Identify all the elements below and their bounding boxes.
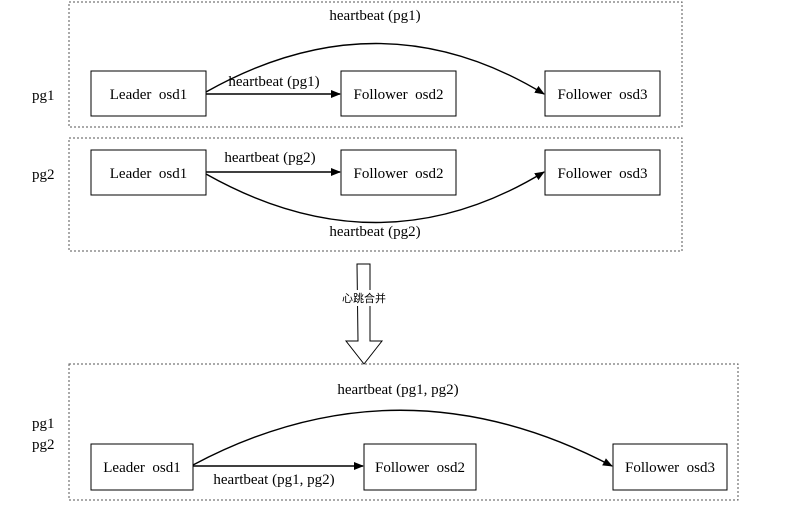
merged-row-label-pg1: pg1 xyxy=(32,416,55,432)
merge-label: 心跳合并 xyxy=(342,291,386,305)
pg2-follower3-node xyxy=(544,149,661,196)
pg1-leader-node xyxy=(90,70,207,117)
pg1-follower3-label: Follower osd3 xyxy=(558,87,648,103)
pg2-follower2-node xyxy=(340,149,457,196)
merged-curved-heartbeat-arrow xyxy=(192,409,613,467)
pg1-follower3-node xyxy=(544,70,661,117)
pg2-follower3-label: Follower osd3 xyxy=(558,166,648,182)
merged-direct-heartbeat-label: heartbeat (pg1, pg2) xyxy=(213,472,334,488)
pg1-follower2-label: Follower osd2 xyxy=(354,87,444,103)
merged-follower2-node xyxy=(363,443,477,491)
pg2-follower2-label: Follower osd2 xyxy=(354,166,444,182)
pg2-row-label: pg2 xyxy=(32,167,55,183)
merged-follower2-label: Follower osd2 xyxy=(375,460,465,476)
merged-leader-label: Leader osd1 xyxy=(103,460,180,476)
pg2-direct-heartbeat-label: heartbeat (pg2) xyxy=(224,150,315,166)
pg2-curved-heartbeat-arrow xyxy=(205,171,545,224)
pg1-group-frame xyxy=(68,1,683,128)
pg1-direct-heartbeat-label: heartbeat (pg1) xyxy=(228,74,319,90)
pg1-leader-label: Leader osd1 xyxy=(110,87,187,103)
pg1-row-label: pg1 xyxy=(32,88,55,104)
merged-follower3-node xyxy=(612,443,728,491)
pg1-curved-heartbeat-label: heartbeat (pg1) xyxy=(329,8,420,24)
merged-leader-node xyxy=(90,443,194,491)
merged-curved-heartbeat-label: heartbeat (pg1, pg2) xyxy=(337,382,458,398)
pg2-leader-node xyxy=(90,149,207,196)
merge-label-backdrop xyxy=(340,290,388,306)
pg2-leader-label: Leader osd1 xyxy=(110,166,187,182)
merged-group-frame xyxy=(68,363,739,501)
merged-row-label-pg2: pg2 xyxy=(32,437,55,453)
merge-down-arrow xyxy=(344,263,384,365)
pg2-group-frame xyxy=(68,137,683,252)
pg1-follower2-node xyxy=(340,70,457,117)
pg2-curved-heartbeat-label: heartbeat (pg2) xyxy=(329,224,420,240)
pg1-curved-heartbeat-arrow xyxy=(205,42,545,95)
merged-follower3-label: Follower osd3 xyxy=(625,460,715,476)
